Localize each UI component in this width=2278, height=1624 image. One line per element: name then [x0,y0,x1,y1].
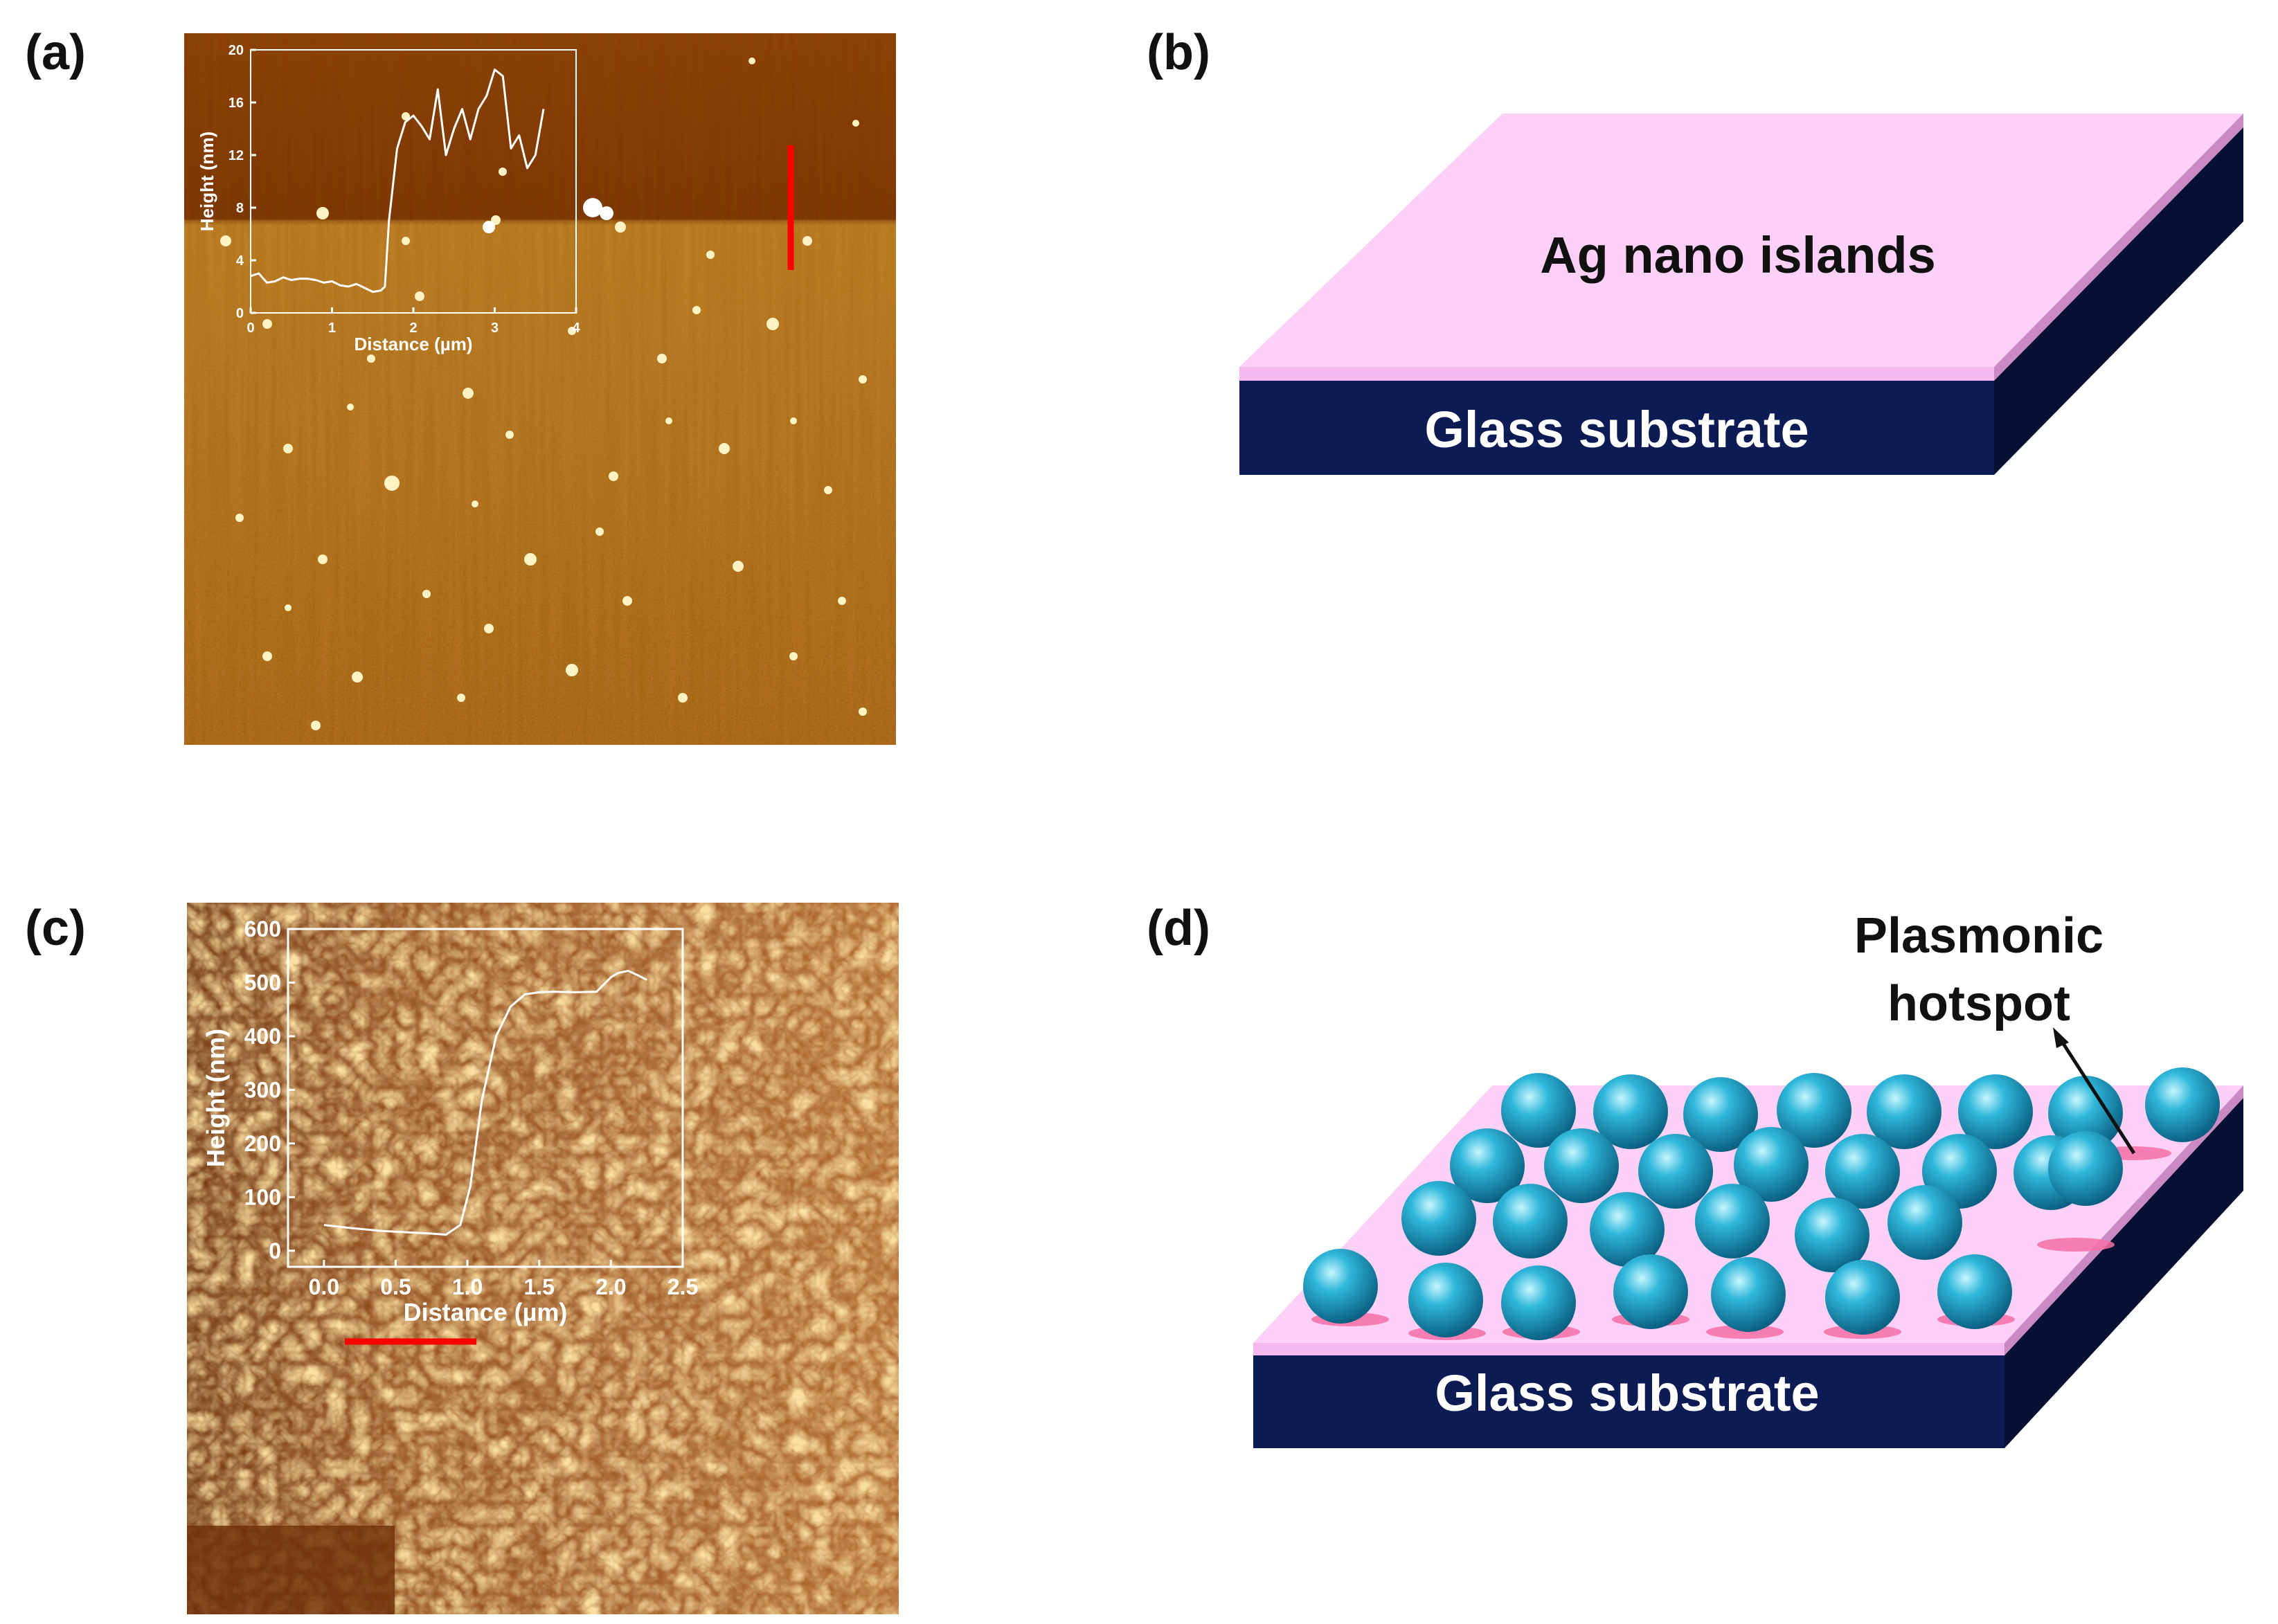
x-tick-label: 0.5 [380,1274,411,1299]
x-tick-label: 2 [409,321,417,336]
ag-nanosphere [1825,1134,1900,1209]
ag-nanosphere [2145,1067,2220,1142]
y-axis-label: Height (nm) [197,132,217,231]
substrate-side-d [2005,1098,2243,1448]
ag-nanosphere [1590,1192,1665,1267]
ag-nanosphere [1937,1254,2012,1329]
ag-nanosphere [1683,1077,1758,1152]
ag-nanosphere [1887,1185,1962,1260]
ag-nanosphere [1450,1128,1525,1203]
ag-nanosphere [1593,1074,1668,1149]
film-top-face-b [1239,114,2243,367]
y-tick-label: 500 [244,971,281,995]
hotspot-label-line1: Plasmonic [1854,908,2104,964]
ag-nanosphere [2048,1076,2123,1151]
film-label-b: Ag nano islands [1540,226,1936,284]
ag-nanosphere [1501,1073,1576,1148]
panel-label-b: (b) [1147,25,1210,80]
ag-nanosphere [1825,1260,1900,1335]
schematic-b: Ag nano islands Glass substrate [1239,114,2243,475]
hotspot-arrowhead [2053,1027,2069,1048]
film-side-d [2005,1085,2243,1355]
schematic-d: Glass substrate Plasmonic hotspot [1253,908,2243,1448]
ag-nanosphere [1734,1127,1809,1202]
y-tick-label: 600 [244,917,281,941]
x-tick-label: 2.0 [595,1274,626,1299]
y-tick-label: 8 [236,201,244,216]
panel-label-c: (c) [25,901,86,956]
afm-image-c [187,903,899,1614]
y-tick-label: 0 [236,306,244,321]
profile-line [323,969,647,1236]
film-side-b [1994,114,2243,381]
y-tick-label: 16 [228,96,244,111]
x-tick-label: 0.0 [309,1274,339,1299]
y-tick-label: 4 [236,253,244,269]
inset-profile-c: 0.0 0.5 1.0 1.5 2.0 2.5 0 100 200 300 400 500 600Dis… [201,917,698,1326]
x-tick-label: 1.0 [452,1274,483,1299]
y-tick-label: 12 [228,148,244,163]
substrate-label-b: Glass substrate [1424,401,1809,458]
ag-nanosphere [1408,1263,1483,1337]
ag-nanosphere [1401,1181,1476,1256]
x-tick-label: 1 [328,321,336,336]
substrate-label-d: Glass substrate [1435,1364,1819,1422]
ag-nanosphere [1638,1134,1713,1209]
y-tick-label: 400 [244,1024,281,1049]
ag-nanosphere [1795,1198,1869,1272]
x-axis-label: Distance (µm) [354,334,472,354]
ag-nanosphere [1777,1073,1851,1148]
panel-label-d: (d) [1147,901,1210,956]
ag-nanosphere [1493,1184,1568,1258]
panel-label-a: (a) [25,25,86,80]
x-tick-label: 4 [572,321,580,336]
ag-nanosphere [1867,1074,1941,1149]
hotspot-arrow [2058,1037,2136,1155]
substrate-side-b [1994,127,2243,475]
ag-nanosphere [1501,1265,1576,1340]
afm-image-a [184,33,896,745]
hotspot-glow [1706,1325,1784,1339]
inset-frame [250,49,577,314]
ag-nanosphere [1303,1249,1378,1324]
ag-nanosphere [1711,1257,1786,1332]
substrate-front-b [1239,381,1994,475]
film-front-b [1239,367,1994,381]
x-axis-label: Distance (µm) [404,1298,568,1326]
y-tick-label: 0 [269,1238,281,1263]
ag-nanosphere [1958,1074,2033,1149]
ag-nanosphere [2048,1131,2123,1206]
ag-nanosphere [1613,1254,1688,1329]
substrate-front-d [1253,1355,2005,1448]
y-tick-label: 100 [244,1185,281,1210]
profile-line [250,69,545,294]
hotspot-label-line2: hotspot [1887,976,2070,1031]
y-axis-label: Height (nm) [201,1029,230,1167]
x-tick-label: 0 [246,321,254,336]
inset-frame [287,928,684,1268]
x-tick-label: 1.5 [523,1274,554,1299]
x-tick-label: 3 [491,321,499,336]
ag-nanosphere [1544,1128,1619,1203]
afm-particles-a [220,57,867,730]
y-tick-label: 200 [244,1131,281,1156]
film-front-d [1253,1343,2005,1355]
x-tick-label: 2.5 [667,1274,698,1299]
y-tick-label: 300 [244,1078,281,1103]
y-tick-label: 20 [228,43,244,58]
ag-nanosphere [1695,1184,1770,1258]
hotspot-glow [2037,1238,2115,1252]
